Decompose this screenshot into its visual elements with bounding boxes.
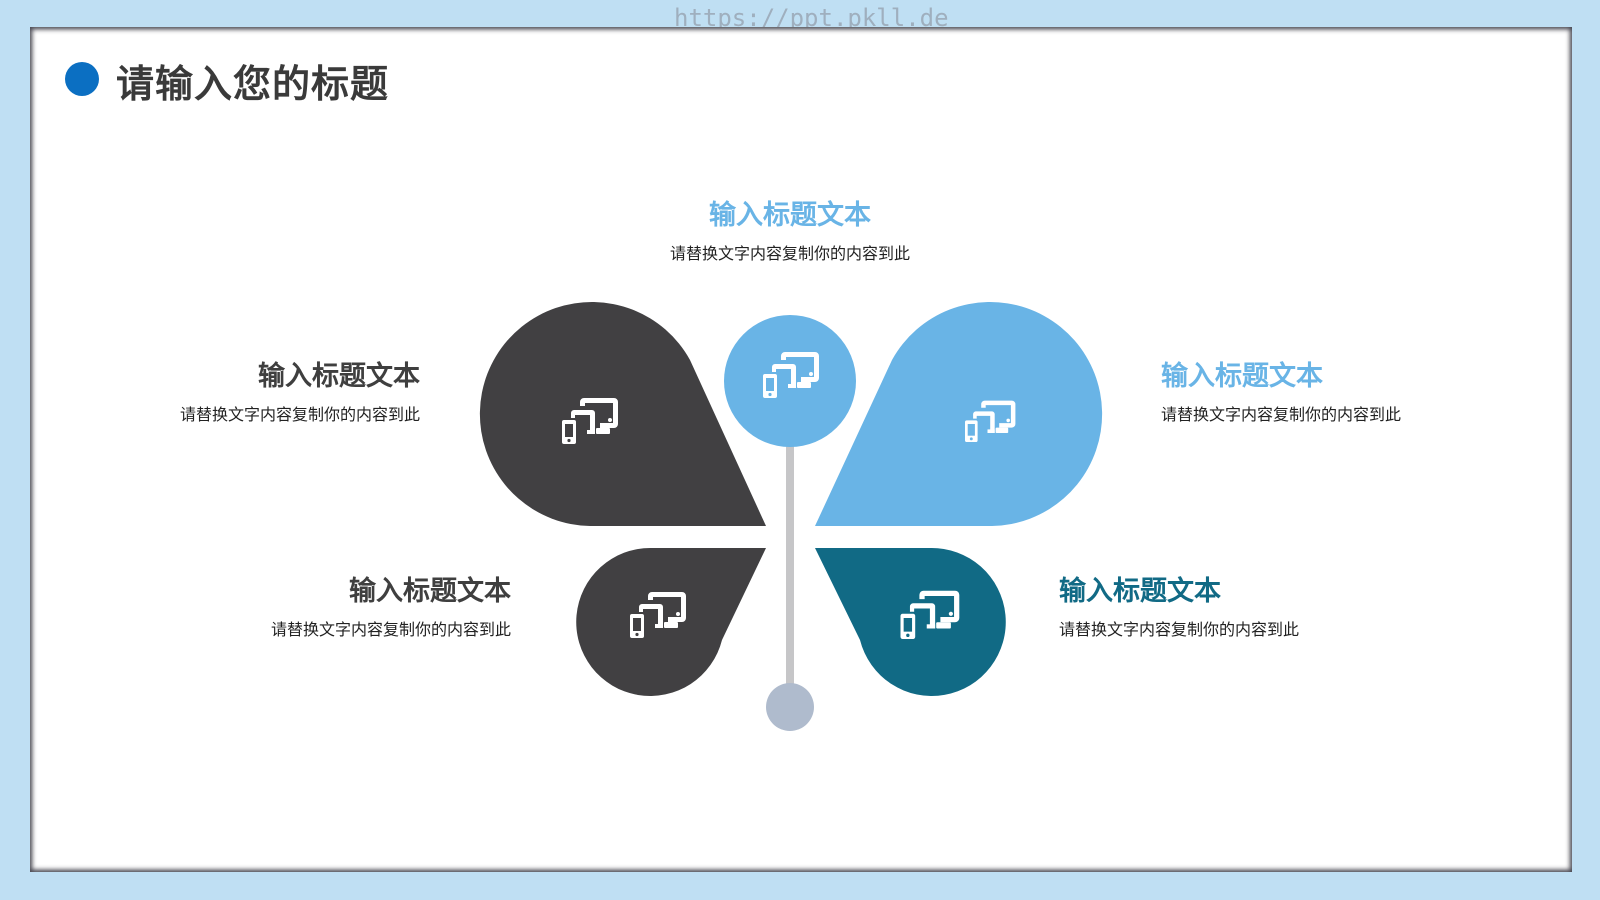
page-title: 请输入您的标题 xyxy=(116,62,390,106)
label-top-desc: 请替换文字内容复制你的内容到此 xyxy=(670,244,911,263)
label-lower-right: 输入标题文本 请替换文字内容复制你的内容到此 xyxy=(1059,569,1359,642)
label-upper-left: 输入标题文本 请替换文字内容复制你的内容到此 xyxy=(120,354,420,427)
stem-line xyxy=(786,440,794,692)
label-upper-right: 输入标题文本 请替换文字内容复制你的内容到此 xyxy=(1161,354,1461,427)
label-upper-left-desc: 请替换文字内容复制你的内容到此 xyxy=(179,405,420,424)
label-lower-left-title: 输入标题文本 xyxy=(349,576,511,607)
label-upper-left-title: 输入标题文本 xyxy=(258,361,420,392)
title-bullet-dot xyxy=(65,62,99,96)
petal-upper-left xyxy=(479,302,766,526)
slide: 请输入您的标题 xyxy=(30,27,1572,872)
label-lower-right-desc: 请替换文字内容复制你的内容到此 xyxy=(1059,620,1300,639)
petal-upper-right xyxy=(815,302,1103,526)
label-lower-left: 输入标题文本 请替换文字内容复制你的内容到此 xyxy=(211,569,511,642)
label-upper-right-desc: 请替换文字内容复制你的内容到此 xyxy=(1161,405,1402,424)
label-lower-right-title: 输入标题文本 xyxy=(1059,576,1221,607)
label-top: 输入标题文本 请替换文字内容复制你的内容到此 xyxy=(640,193,940,266)
stem-end-dot xyxy=(766,683,814,731)
label-lower-left-desc: 请替换文字内容复制你的内容到此 xyxy=(270,620,511,639)
center-circle xyxy=(724,315,856,447)
label-top-title: 输入标题文本 xyxy=(709,200,871,231)
label-upper-right-title: 输入标题文本 xyxy=(1161,361,1323,392)
